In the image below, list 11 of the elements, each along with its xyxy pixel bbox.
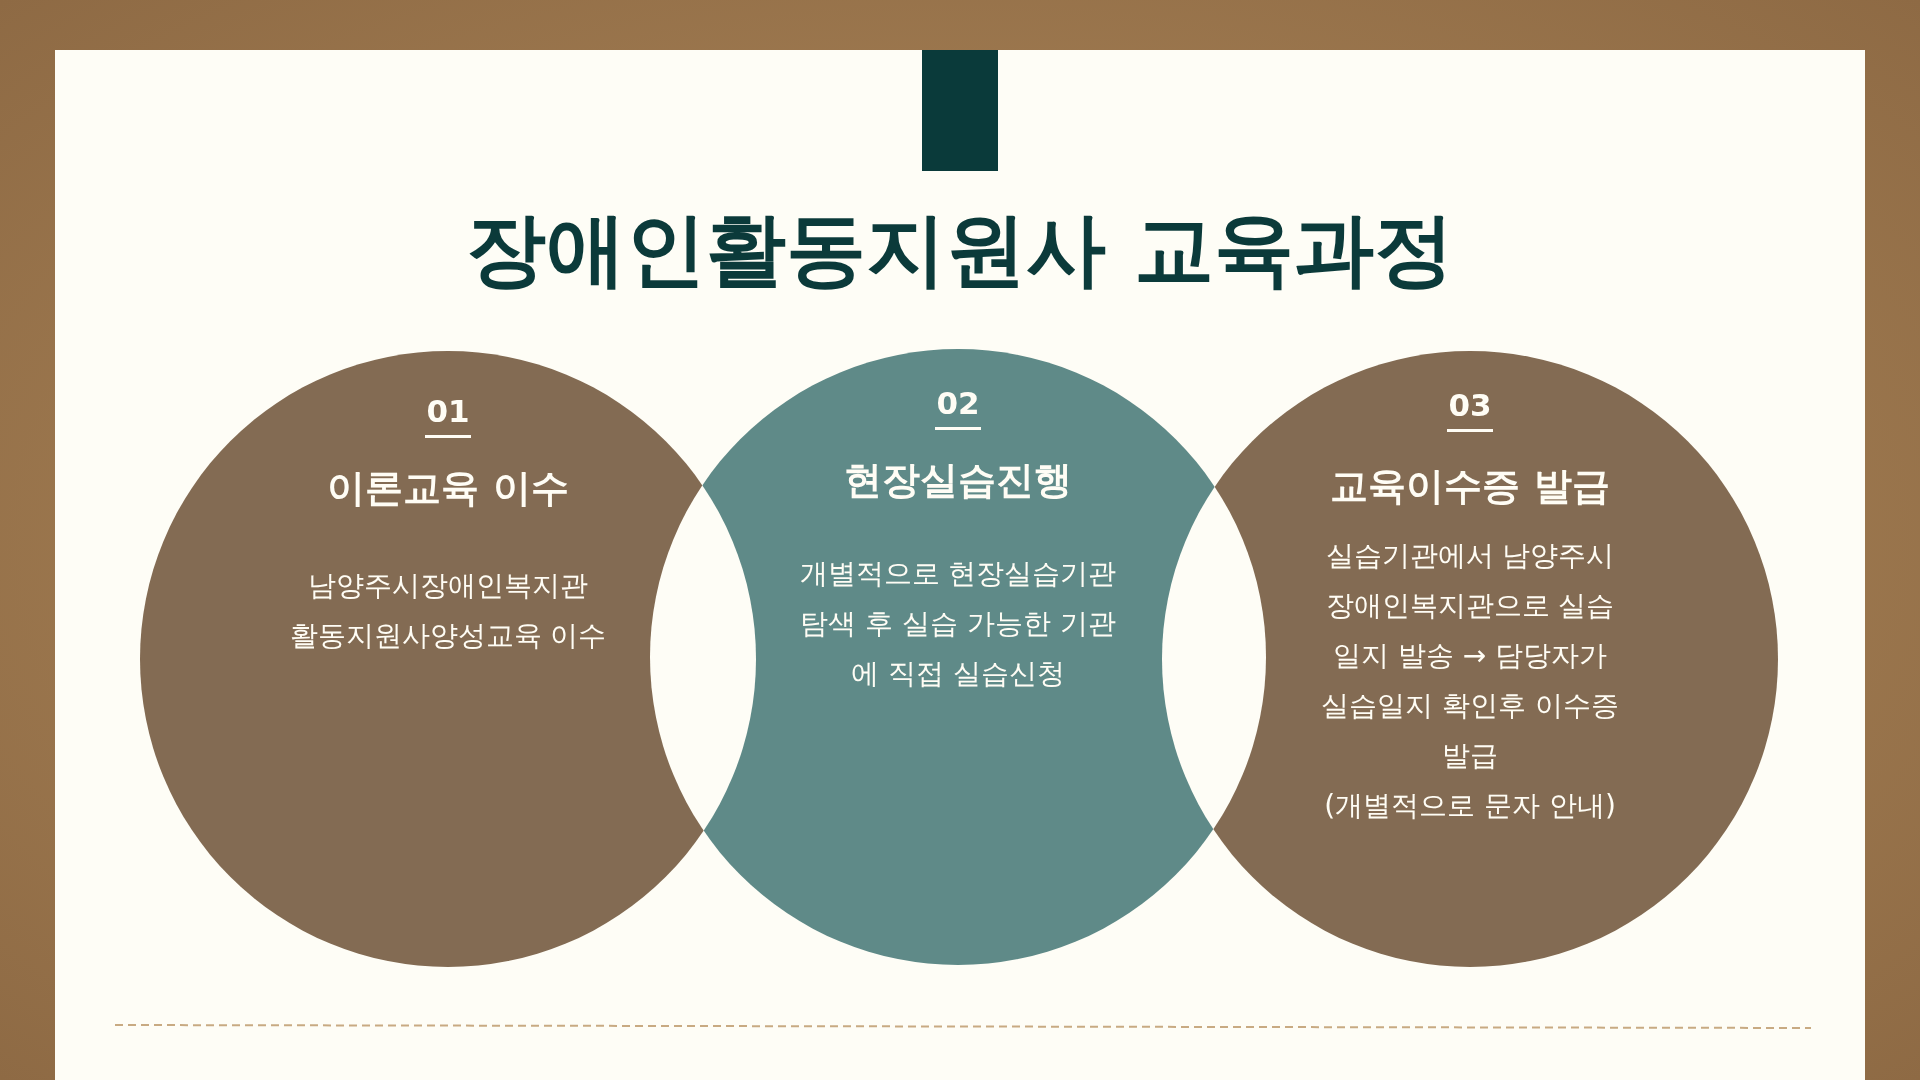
step-description: 남양주시장애인복지관 활동지원사양성교육 이수 <box>288 568 608 654</box>
step-number: 03 <box>1447 386 1493 425</box>
step-heading: 현장실습진행 <box>843 457 1073 504</box>
step-number: 02 <box>935 384 981 423</box>
step-heading: 교육이수증 발급 <box>1329 463 1611 510</box>
step-number: 01 <box>425 392 471 431</box>
step-description: (개별적으로 문자 안내) <box>1323 788 1617 824</box>
title: 장애인활동지원사 교육과정 <box>465 202 1455 298</box>
step-description: 개별적으로 현장실습기관 탐색 후 실습 가능한 기관 에 직접 실습신청 <box>798 556 1118 692</box>
step-heading: 이론교육 이수 <box>326 465 570 512</box>
step-description: 실습기관에서 남양주시 장애인복지관으로 실습 일지 발송 → 담당자가 실습일지 확인후 이수증 발급 <box>1320 538 1620 774</box>
